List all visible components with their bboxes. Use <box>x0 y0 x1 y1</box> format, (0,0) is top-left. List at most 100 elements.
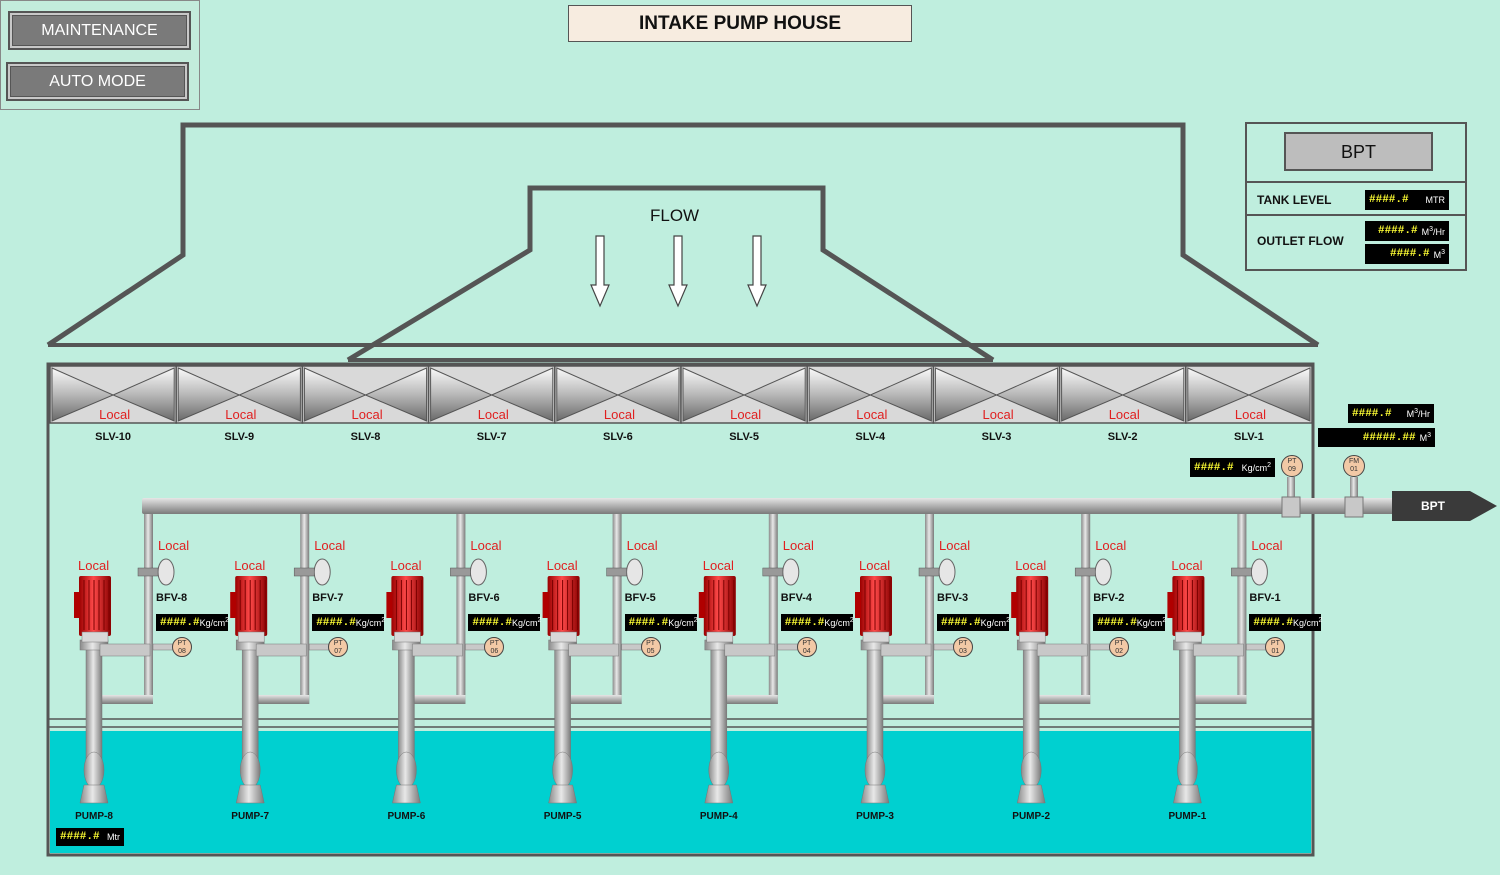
bfv-name: BFV-1 <box>1249 592 1281 604</box>
pump-assembly[interactable] <box>1167 514 1268 804</box>
pump-pressure-display: ####.#Kg/cm2 <box>156 614 230 631</box>
pump-status: Local <box>234 558 266 573</box>
sump-level-display: ####.#Mtr <box>56 828 124 846</box>
sluice-valve[interactable] <box>554 365 682 424</box>
bfv-name: BFV-7 <box>312 592 344 604</box>
outlet-bpt-label: BPT <box>1421 499 1445 513</box>
outlet-flow-rate-unit: M3/Hr <box>1421 225 1445 237</box>
sluice-valve-status: Local <box>856 407 888 422</box>
tank-level-label: TANK LEVEL <box>1257 193 1332 207</box>
pump-name: PUMP-6 <box>387 811 426 822</box>
bfv-name: BFV-6 <box>468 592 500 604</box>
pump-assembly[interactable] <box>74 514 175 804</box>
outlet-flow-label: OUTLET FLOW <box>1257 234 1344 248</box>
pump-pressure-unit: Kg/cm2 <box>824 617 854 628</box>
pump-assembly[interactable] <box>542 514 644 804</box>
pump-pressure-display: ####.#Kg/cm2 <box>624 614 698 631</box>
bfv-status: Local <box>1251 538 1283 553</box>
pump-status: Local <box>702 558 734 573</box>
pt-instrument[interactable]: PT 01 <box>1265 637 1286 657</box>
sluice-valve[interactable] <box>1185 365 1313 424</box>
sluice-valve-name: SLV-3 <box>981 431 1012 443</box>
tank-level-display: ####.# MTR <box>1365 190 1449 210</box>
sluice-valve[interactable] <box>680 365 808 424</box>
tank-level-unit: MTR <box>1425 195 1446 205</box>
pt-instrument[interactable]: PT 06 <box>484 637 505 657</box>
bpt-button[interactable]: BPT <box>1284 132 1433 171</box>
sluice-valve-status: Local <box>603 407 635 422</box>
pump-pressure-unit: Kg/cm2 <box>512 617 542 628</box>
sluice-valve[interactable] <box>49 365 177 424</box>
pt-instrument[interactable]: PT 04 <box>796 637 817 657</box>
pump-status: Local <box>859 558 891 573</box>
pump-pressure-unit: Kg/cm2 <box>1293 617 1323 628</box>
maintenance-button[interactable]: MAINTENANCE <box>8 11 191 50</box>
sluice-valve-name: SLV-4 <box>855 431 886 443</box>
sluice-valve[interactable] <box>932 365 1061 424</box>
pump-pressure-value: ####.# <box>316 616 356 629</box>
sluice-valve-status: Local <box>477 407 509 422</box>
pump-pressure-unit: Kg/cm2 <box>355 617 386 628</box>
bfv-name: BFV-3 <box>937 592 969 604</box>
pt-instrument[interactable]: PT 08 <box>172 637 192 657</box>
inlet-channel-outline <box>346 185 995 363</box>
pump-assembly[interactable] <box>698 514 800 804</box>
auto-mode-button[interactable]: AUTO MODE <box>6 62 189 101</box>
header-flow-total-unit: M3 <box>1419 432 1431 443</box>
bfv-name: BFV-4 <box>780 592 812 604</box>
pump-name: PUMP-5 <box>543 811 582 822</box>
header-pressure-display: ####.#Kg/cm2 <box>1190 458 1275 477</box>
pump-pressure-display: ####.#Kg/cm2 <box>312 614 386 631</box>
sump-basin <box>46 362 1315 857</box>
bfv-name: BFV-8 <box>156 592 188 604</box>
sluice-valve-status: Local <box>351 407 383 422</box>
pump-pressure-display: ####.#Kg/cm2 <box>468 614 542 631</box>
pt09-instrument[interactable]: PT 09 <box>1281 455 1303 477</box>
tank-level-value: ####.# <box>1369 194 1409 206</box>
pump-pressure-display: ####.#Kg/cm2 <box>780 614 854 631</box>
pump-pressure-unit: Kg/cm2 <box>668 617 698 628</box>
sluice-valve-name: SLV-7 <box>476 431 507 443</box>
sluice-valve[interactable] <box>1058 365 1187 424</box>
header-pressure-value: ####.# <box>1194 461 1234 474</box>
pump-assembly[interactable] <box>855 514 956 804</box>
outlet-flow-total-display: ####.#M3 <box>1365 244 1449 264</box>
sluice-valve-status: Local <box>1234 407 1266 422</box>
pump-pressure-value: ####.# <box>628 616 669 629</box>
bfv-name: BFV-5 <box>624 592 656 604</box>
sluice-valve-name: SLV-2 <box>1107 431 1138 443</box>
outlet-arrow <box>1392 491 1497 521</box>
flow-arrows <box>590 235 767 308</box>
pump-name: PUMP-2 <box>1012 811 1051 822</box>
sluice-valve[interactable] <box>301 365 430 424</box>
pump-assembly[interactable] <box>1011 514 1112 804</box>
pt-instrument[interactable]: PT 02 <box>1109 637 1130 657</box>
pump-name: PUMP-1 <box>1168 811 1207 822</box>
bfv-status: Local <box>782 538 814 553</box>
bfv-status: Local <box>939 538 971 553</box>
header-flow-rate-value: ####.# <box>1352 407 1392 420</box>
sluice-valve[interactable] <box>175 365 304 424</box>
building-outline <box>46 122 1320 348</box>
pump-pressure-display: ####.#Kg/cm2 <box>937 614 1010 631</box>
pump-assembly[interactable] <box>230 514 331 804</box>
pump-pressure-unit: Kg/cm2 <box>1136 617 1167 628</box>
pump-status: Local <box>546 558 578 573</box>
bpt-panel <box>1245 122 1467 271</box>
fm01-instrument[interactable]: FM 01 <box>1343 455 1365 477</box>
pump-name: PUMP-7 <box>231 811 270 822</box>
header-flow-total-display: #####.##M3 <box>1318 428 1435 447</box>
pt-instrument[interactable]: PT 05 <box>640 637 661 657</box>
pump-status: Local <box>390 558 422 573</box>
pump-pressure-unit: Kg/cm2 <box>199 617 230 628</box>
pt-instrument[interactable]: PT 03 <box>953 637 973 657</box>
pump-status: Local <box>1171 558 1203 573</box>
pump-assembly[interactable] <box>386 514 487 804</box>
pump-pressure-value: ####.# <box>472 616 512 629</box>
pump-status: Local <box>1015 558 1047 573</box>
sluice-valve[interactable] <box>806 365 935 424</box>
pt-instrument[interactable]: PT 07 <box>328 637 349 657</box>
header-flow-rate-unit: M3/Hr <box>1406 408 1430 419</box>
pump-name: PUMP-4 <box>699 811 738 822</box>
